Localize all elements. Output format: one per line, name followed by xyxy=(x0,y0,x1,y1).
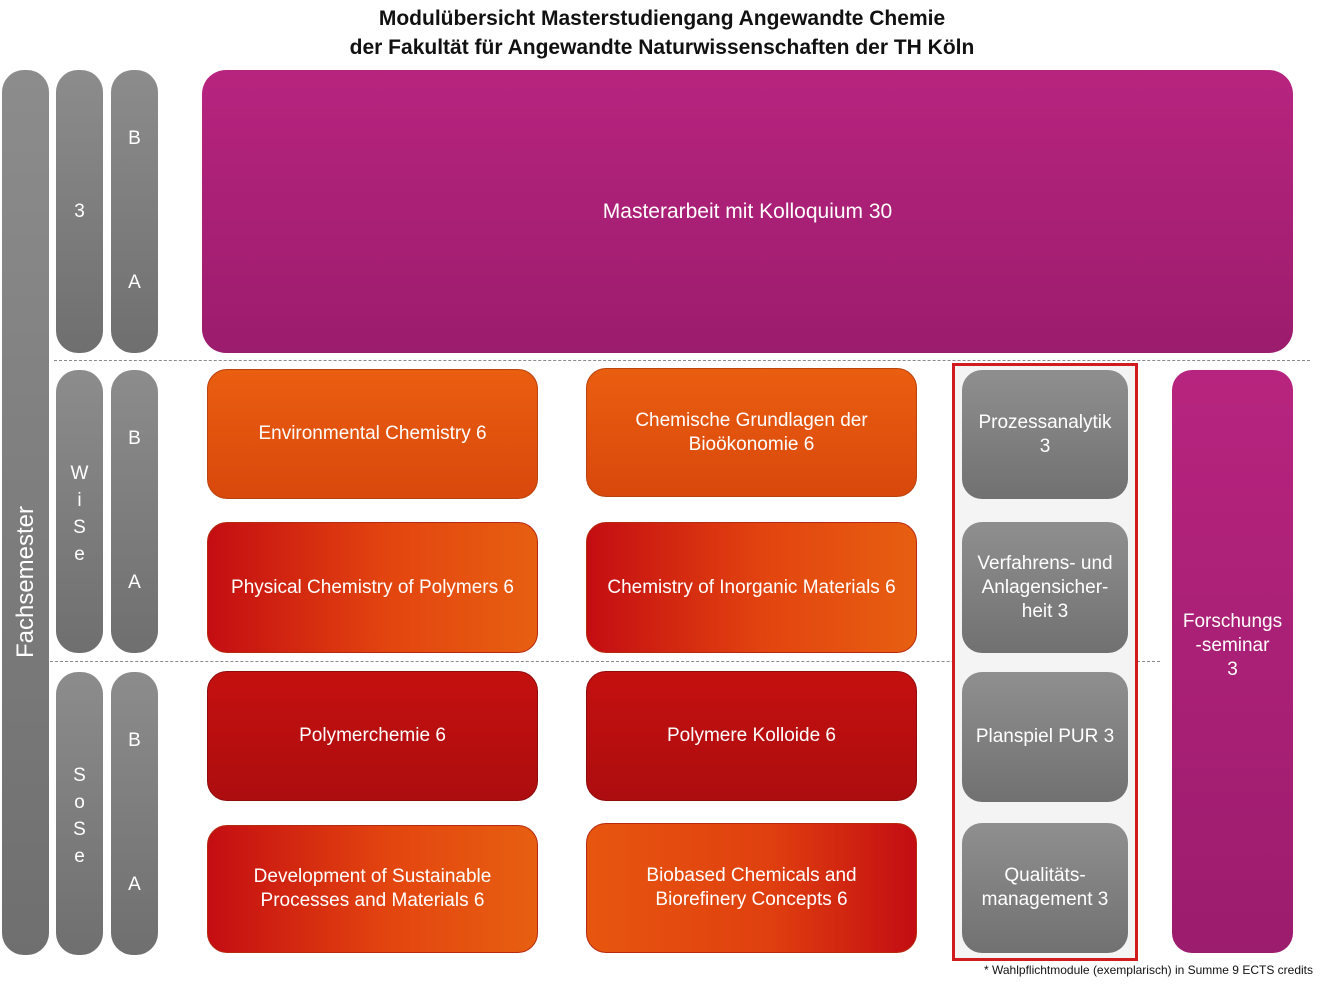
module-label-line: Development of Sustainable xyxy=(253,866,492,887)
module-label-line: Processes and Materials 6 xyxy=(260,890,485,911)
semester-pill-wise: W i S e xyxy=(56,370,103,653)
module-label: Environmental Chemistry 6 xyxy=(258,423,487,444)
ba-pill-sose: B A xyxy=(111,672,158,955)
semester-pill-sose: S o S e xyxy=(56,672,103,955)
module-label: Chemische Grundlagen der Bioökonomie 6 xyxy=(635,409,867,457)
module-label-line: Biobased Chemicals and xyxy=(646,865,857,886)
module-label: Polymerchemie 6 xyxy=(299,725,446,746)
page-title-line-1: Modulübersicht Masterstudiengang Angewan… xyxy=(378,7,946,30)
module-label-line: Qualitäts- xyxy=(1004,865,1086,886)
module-label: Physical Chemistry of Polymers 6 xyxy=(231,576,514,598)
module-label-line: -seminar xyxy=(1195,634,1270,656)
module-verfahrens-anlagensicherheit: Verfahrens- und Anlagensicher- heit 3 xyxy=(962,522,1128,653)
semester-letter: e xyxy=(74,544,85,565)
module-label-line: 3 xyxy=(1039,435,1051,457)
semester-divider-bottom xyxy=(50,661,1160,662)
module-label: Planspiel PUR 3 xyxy=(975,726,1115,747)
module-development-sustainable: Development of Sustainable Processes and… xyxy=(207,825,538,953)
module-label-line: Prozessanalytik xyxy=(978,411,1112,433)
module-environmental-chemistry: Environmental Chemistry 6 xyxy=(207,369,538,499)
semester-pill-3: 3 xyxy=(56,70,103,353)
ba-pill-wise: B A xyxy=(111,370,158,653)
semester-label-wise: W i S e xyxy=(56,460,103,568)
semester-letter: i xyxy=(77,490,82,511)
module-label-line: Chemische Grundlagen der xyxy=(635,409,868,431)
ba-letter-b: B xyxy=(128,730,141,751)
ba-letter-a: A xyxy=(128,572,141,593)
module-chemische-grundlagen: Chemische Grundlagen der Bioökonomie 6 xyxy=(586,368,917,497)
semester-letter: S xyxy=(73,819,86,840)
module-label-line: Verfahrens- und xyxy=(977,552,1113,574)
module-label-line: Anlagensicher- xyxy=(981,576,1109,598)
ba-pill-3: B A xyxy=(111,70,158,353)
semester-label-sose: S o S e xyxy=(56,762,103,870)
module-qualitaetsmanagement: Qualitäts- management 3 xyxy=(962,823,1128,953)
ba-letter-b: B xyxy=(128,428,141,449)
module-label: Masterarbeit mit Kolloquium 30 xyxy=(602,199,893,223)
module-label: Polymere Kolloide 6 xyxy=(667,725,836,746)
module-biobased-chemicals: Biobased Chemicals and Biorefinery Conce… xyxy=(586,823,917,953)
semester-letter: o xyxy=(74,792,85,813)
module-chemistry-inorganic-materials: Chemistry of Inorganic Materials 6 xyxy=(586,522,917,653)
fachsemester-label: Fachsemester xyxy=(12,505,39,659)
semester-letter: S xyxy=(73,765,86,786)
module-label: Prozessanalytik 3 xyxy=(978,411,1111,459)
module-label-line: management 3 xyxy=(981,889,1109,910)
module-label-line: Forschungs xyxy=(1182,610,1283,632)
module-polymerchemie: Polymerchemie 6 xyxy=(207,671,538,801)
semester-letter: 3 xyxy=(74,201,85,222)
semester-letter: S xyxy=(73,517,86,538)
module-label: Qualitäts- management 3 xyxy=(982,864,1109,912)
ba-letter-a: A xyxy=(128,272,141,293)
module-physical-chemistry-polymers: Physical Chemistry of Polymers 6 xyxy=(207,522,538,653)
module-forschungsseminar: Forschungs -seminar 3 xyxy=(1172,370,1293,953)
module-prozessanalytik: Prozessanalytik 3 xyxy=(962,370,1128,499)
module-polymere-kolloide: Polymere Kolloide 6 xyxy=(586,671,917,801)
module-label: Forschungs -seminar 3 xyxy=(1183,610,1282,682)
module-label: Biobased Chemicals and Biorefinery Conce… xyxy=(646,864,856,912)
footnote-wahlpflicht: * Wahlpflichtmodule (exemplarisch) in Su… xyxy=(984,963,1313,977)
ba-letter-a: A xyxy=(128,874,141,895)
ba-letter-b: B xyxy=(128,128,141,149)
module-planspiel-pur: Planspiel PUR 3 xyxy=(962,672,1128,802)
semester-letter: W xyxy=(70,463,89,484)
module-label-line: Bioökonomie 6 xyxy=(688,433,815,455)
module-label-line: heit 3 xyxy=(1021,600,1069,622)
page-title-line-2: der Fakultät für Angewandte Naturwissens… xyxy=(349,36,975,59)
semester-letter: e xyxy=(74,846,85,867)
module-label: Chemistry of Inorganic Materials 6 xyxy=(607,576,896,598)
module-label: Development of Sustainable Processes and… xyxy=(254,865,492,913)
semester-divider-top xyxy=(54,360,1310,361)
module-masterarbeit: Masterarbeit mit Kolloquium 30 xyxy=(202,70,1293,353)
fachsemester-pill: Fachsemester xyxy=(2,70,49,955)
module-label-line: 3 xyxy=(1227,658,1238,680)
module-label-line: Biorefinery Concepts 6 xyxy=(655,889,848,910)
semester-label-3: 3 xyxy=(56,198,103,225)
module-label: Verfahrens- und Anlagensicher- heit 3 xyxy=(977,552,1112,624)
